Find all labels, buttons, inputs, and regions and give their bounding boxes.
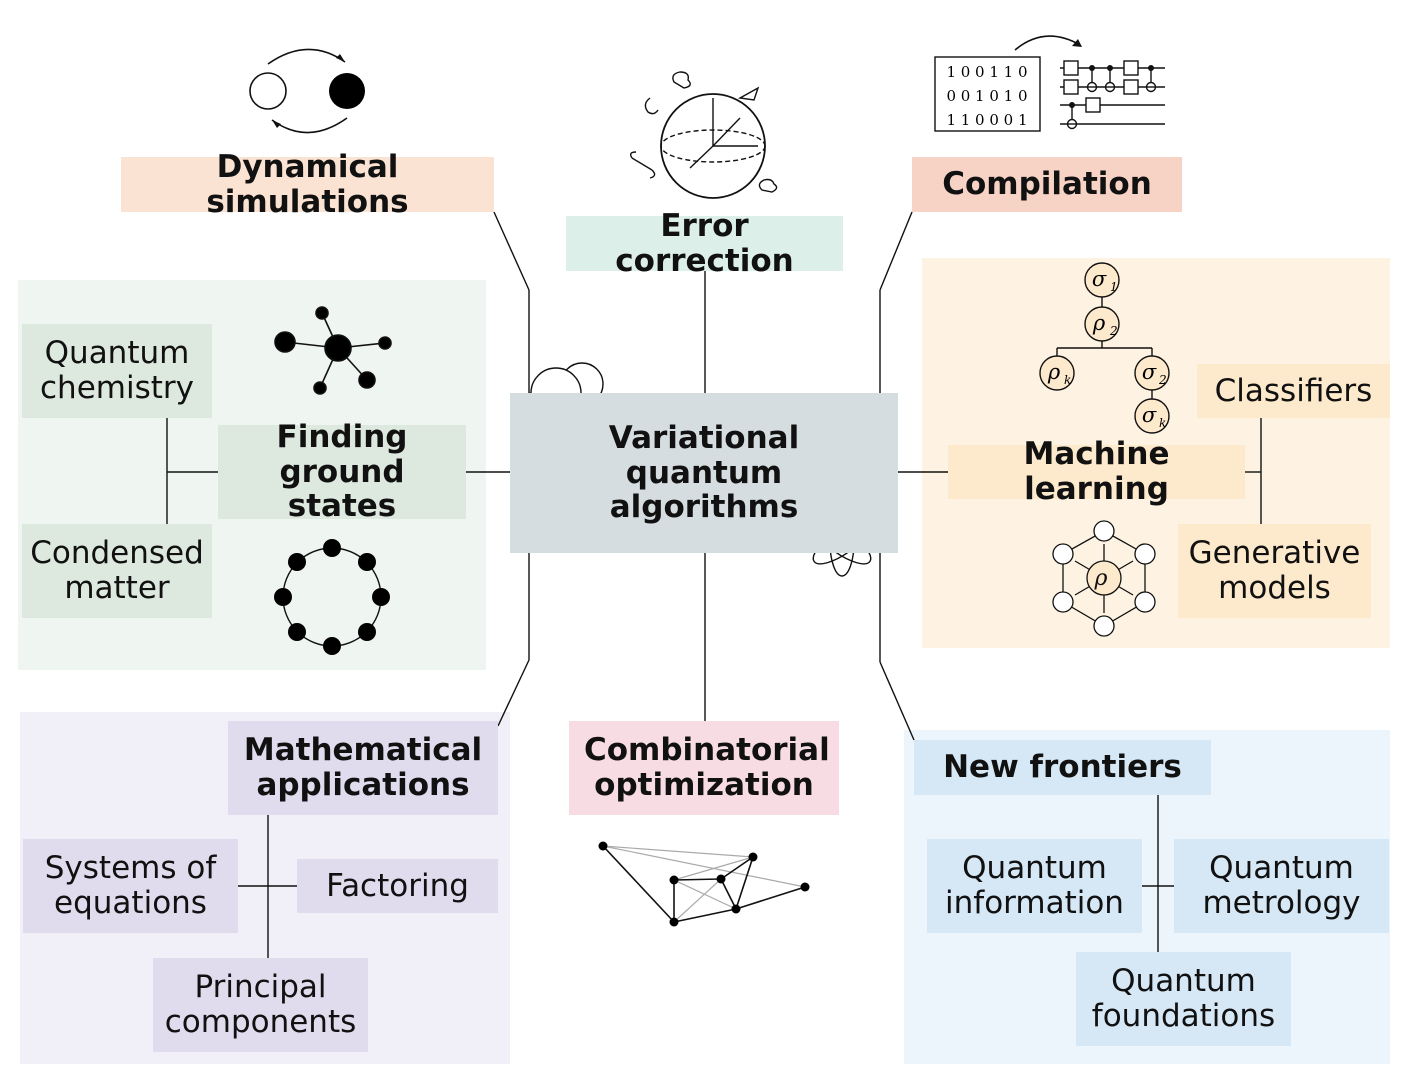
rho2-sub: 2	[1109, 324, 1118, 338]
rhok-sub: k	[1064, 373, 1071, 387]
quantum-information-label: Quantum information	[945, 850, 1124, 921]
state-flip-icon	[249, 48, 365, 134]
bit-row-1: 1 0 0 1 1 0	[946, 63, 1027, 81]
center-node: Variational quantum algorithms	[510, 393, 898, 553]
principal-components-label: Principal components	[164, 969, 357, 1040]
new-frontiers-label: New frontiers	[943, 749, 1182, 786]
combinatorial-optimization-label: Combinatorial optimization	[584, 732, 830, 803]
bit-row-3: 1 1 0 0 0 1	[946, 111, 1027, 129]
combinatorial-optimization-node: Combinatorial optimization	[569, 721, 839, 815]
sigma1-sub: 1	[1110, 280, 1118, 294]
sigma2-label: σ	[1142, 360, 1157, 384]
machine-learning-node: Machine learning	[948, 437, 1245, 506]
tensor-tree-icon: σ 1 ρ 2 ρ k σ 2 σ k	[1039, 262, 1170, 434]
compilation-icon: 1 0 0 1 1 0 0 0 1 0 1 0 1 1 0 0 0 1	[934, 35, 1165, 132]
mathematical-applications-node: Mathematical applications	[228, 721, 498, 815]
quantum-metrology-node: Quantum metrology	[1174, 839, 1389, 933]
bit-row-2: 0 0 1 0 1 0	[946, 87, 1027, 105]
rho2-label: ρ	[1092, 311, 1106, 335]
finding-ground-states-node: Finding ground states	[218, 420, 466, 524]
sigmak-sub: k	[1159, 416, 1166, 430]
dynamical-simulations-node: Dynamical simulations	[121, 149, 494, 219]
graph-icon	[598, 841, 810, 927]
classifiers-label: Classifiers	[1214, 372, 1373, 409]
center-label: Variational quantum algorithms	[608, 419, 800, 526]
error-correction-node: Error correction	[566, 208, 843, 278]
connector-lines	[166, 211, 1262, 958]
mathematical-applications-label: Mathematical applications	[243, 732, 483, 803]
rho-center-label: ρ	[1094, 566, 1108, 591]
sigmak-label: σ	[1142, 403, 1157, 427]
generative-graph-icon: ρ	[1052, 520, 1156, 637]
quantum-metrology-label: Quantum metrology	[1202, 850, 1361, 921]
spin-ring-icon	[274, 539, 390, 655]
sigma1-label: σ	[1092, 267, 1107, 291]
quantum-chemistry-label: Quantum chemistry	[40, 335, 194, 406]
condensed-matter-label: Condensed matter	[30, 535, 204, 606]
dynamical-simulations-label: Dynamical simulations	[206, 148, 409, 220]
generative-models-label: Generative models	[1188, 535, 1361, 606]
rhok-label: ρ	[1047, 360, 1061, 384]
compilation-node: Compilation	[912, 157, 1182, 212]
bloch-sphere-icon	[629, 71, 778, 199]
quantum-chemistry-node: Quantum chemistry	[22, 324, 212, 418]
classifiers-node: Classifiers	[1197, 364, 1390, 418]
machine-learning-label: Machine learning	[1023, 436, 1170, 507]
new-frontiers-node: New frontiers	[914, 740, 1211, 795]
quantum-foundations-node: Quantum foundations	[1076, 952, 1291, 1046]
factoring-label: Factoring	[326, 867, 469, 904]
sigma2-sub: 2	[1158, 373, 1167, 387]
systems-of-equations-label: Systems of equations	[44, 850, 217, 921]
compilation-label: Compilation	[942, 166, 1152, 203]
factoring-node: Factoring	[297, 859, 498, 913]
condensed-matter-node: Condensed matter	[22, 524, 212, 618]
molecule-icon	[274, 306, 392, 395]
error-correction-label: Error correction	[615, 207, 794, 279]
generative-models-node: Generative models	[1178, 524, 1371, 618]
finding-ground-states-label: Finding ground states	[276, 418, 408, 525]
quantum-foundations-label: Quantum foundations	[1091, 963, 1276, 1034]
quantum-information-node: Quantum information	[927, 839, 1142, 933]
principal-components-node: Principal components	[153, 958, 368, 1052]
systems-of-equations-node: Systems of equations	[23, 839, 238, 933]
